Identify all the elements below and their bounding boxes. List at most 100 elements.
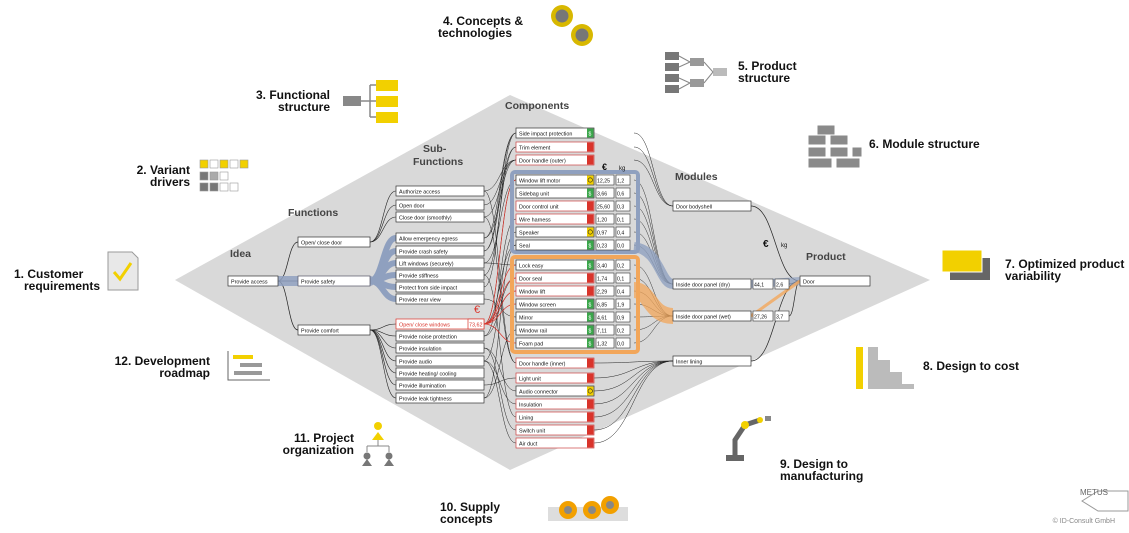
robot-arm-icon	[732, 417, 763, 458]
subfunction-13-box	[395, 367, 485, 379]
person-head-icon	[363, 452, 371, 460]
subfunction-14-label: Provide illumination	[399, 384, 446, 390]
component-c3-status-mark: $	[589, 303, 592, 309]
idea-box	[227, 275, 279, 287]
subfunction-4-box	[395, 245, 485, 257]
header-modules: Modules	[675, 171, 718, 183]
check-icon	[112, 262, 133, 282]
subfunction-1-label: Open door	[399, 204, 425, 210]
component-c0-eur-box	[595, 259, 615, 271]
component-c6-status	[587, 338, 594, 348]
component-d5-box	[515, 424, 595, 436]
component-d0-status	[587, 358, 594, 368]
roadmap-axis-icon	[227, 351, 270, 381]
component-d2-label: Audio connector	[519, 390, 558, 396]
component-c3-label: Window screen	[519, 303, 556, 309]
component-b1-kg-box	[615, 187, 631, 199]
variant-square-icon	[229, 159, 239, 169]
link-component-module	[633, 159, 674, 207]
idea-label: Provide access	[231, 280, 268, 286]
link-subfunction-component	[483, 216, 517, 364]
highlight-bands	[273, 170, 801, 354]
component-b2-eur-box	[595, 200, 615, 212]
header-functions: Functions	[288, 207, 338, 219]
module-0-label: Door bodyshell	[676, 205, 712, 211]
link-component-module	[633, 146, 674, 207]
brick-icon	[829, 134, 849, 146]
structure-leaf-icon	[376, 112, 398, 123]
subfunction-0-label: Authorize access	[399, 190, 440, 196]
gear-hub-icon	[555, 9, 569, 23]
component-b1-status	[587, 188, 594, 198]
brick-icon	[807, 134, 827, 146]
component-c5-status-mark: $	[589, 329, 592, 335]
column-headers: IdeaFunctionsSub-FunctionsComponentsModu…	[230, 100, 846, 263]
component-b4-box	[515, 226, 595, 238]
component-c1-kg-box	[615, 272, 631, 284]
component-d1-status	[587, 373, 594, 383]
function-2-label: Provide comfort	[301, 329, 339, 335]
function-1-box	[297, 275, 371, 287]
component-b4-eur-box	[595, 226, 615, 238]
person-body-icon	[362, 459, 372, 466]
component-b4-status	[587, 227, 594, 237]
component-b4-status-ring	[587, 229, 593, 235]
product-node-icon	[665, 52, 679, 60]
link-subfunction-component	[483, 159, 517, 239]
component-d0-label: Door handle (inner)	[519, 362, 566, 368]
variability-front-icon	[941, 249, 983, 273]
component-a0-label: Side impact protection	[519, 132, 572, 138]
component-c2-label: Window lift	[519, 290, 546, 296]
link-function-subfunction	[369, 323, 397, 331]
metus-logo-icon	[1081, 490, 1129, 512]
blue-band-function	[369, 278, 397, 302]
subfunction-10-box	[395, 330, 485, 342]
component-b0-box	[515, 174, 595, 186]
subfunction-5-label: Lift windows (securely)	[399, 262, 454, 268]
gear-hub-icon	[575, 28, 589, 42]
link-function-subfunction	[369, 190, 397, 243]
component-d2-status	[587, 386, 594, 396]
component-b1-eur-box	[595, 187, 615, 199]
component-c4-kg-box	[615, 311, 631, 323]
blue-band-components	[510, 170, 640, 254]
component-c0-box	[515, 259, 595, 271]
label-design-to-cost: 8. Design to cost	[923, 359, 1020, 373]
subfunction-11-box	[395, 342, 485, 354]
subfunction-8-label: Provide rear view	[399, 298, 441, 304]
component-c4-eur-box	[595, 311, 615, 323]
robot-base-icon	[726, 455, 744, 461]
component-a0-status-mark: $	[589, 132, 592, 138]
component-d3-status	[587, 399, 594, 409]
module-weight-symbol: kg	[781, 243, 787, 249]
variant-square-icon	[219, 171, 229, 181]
component-d1-label: Light unit	[519, 377, 541, 383]
component-a2-status	[587, 155, 594, 165]
subfunction-cost-box	[467, 318, 485, 330]
component-c0-status	[587, 260, 594, 270]
component-b3-kg: 0,1	[617, 218, 624, 224]
header-subfunctions-2: Functions	[413, 156, 463, 168]
person-body-icon	[372, 432, 384, 440]
subfunction-15-label: Provide leak tightness	[399, 397, 452, 403]
component-d6-box	[515, 437, 595, 449]
function-1-label: Provide safety	[301, 280, 335, 286]
component-c3-kg: 1,9	[617, 303, 624, 309]
blue-band-module	[632, 242, 675, 289]
link-component-module	[593, 360, 674, 379]
robot-joint-icon	[757, 417, 763, 423]
person-body-icon	[384, 459, 394, 466]
link-component-module	[633, 132, 674, 207]
component-b3-kg-box	[615, 213, 631, 225]
subfunction-2-box	[395, 211, 485, 223]
component-d2-box	[515, 385, 595, 397]
subfunction-cost: 73,62	[469, 323, 483, 329]
label-module-structure: 6. Module structure	[869, 137, 980, 151]
component-c3-eur: 6,85	[597, 303, 607, 309]
component-c2-status	[587, 286, 594, 296]
component-d3-label: Insulation	[519, 403, 542, 409]
component-b1-kg: 0,6	[617, 192, 624, 198]
component-c4-box	[515, 311, 595, 323]
product-box	[799, 275, 871, 287]
variant-square-icon	[209, 182, 219, 192]
